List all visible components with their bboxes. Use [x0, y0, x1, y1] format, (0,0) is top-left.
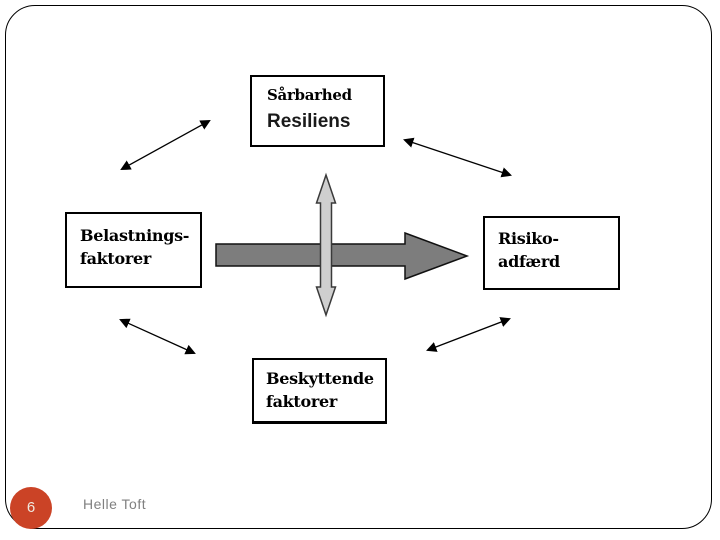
arrow-vulnerability-to-risk-icon	[403, 137, 512, 178]
box-vulnerability-line1: Sårbarhed	[267, 86, 352, 104]
slide-number-badge: 6	[10, 487, 52, 529]
arrow-load-to-vulnerability-icon	[120, 119, 211, 171]
box-risk-behavior-line2: adfærd	[498, 252, 560, 271]
box-risk-behavior: Risiko- adfærd	[483, 216, 620, 290]
box-vulnerability-line2: Resiliens	[267, 111, 351, 132]
box-risk-behavior-line1: Risiko-	[498, 229, 559, 248]
arrow-protective-to-risk-icon	[426, 317, 511, 352]
big-right-arrow-icon	[215, 231, 470, 281]
box-protective-factors-line1: Beskyttende	[266, 369, 374, 388]
vertical-double-arrow-icon	[315, 172, 337, 318]
box-load-factors-line1: Belastnings-	[80, 226, 190, 245]
box-load-factors-line2: faktorer	[80, 249, 152, 268]
footer-author: Helle Toft	[83, 496, 147, 512]
box-load-factors: Belastnings- faktorer	[65, 212, 202, 288]
box-protective-factors-line2: faktorer	[266, 392, 338, 411]
arrow-load-to-protective-icon	[119, 318, 196, 355]
box-protective-factors: Beskyttende faktorer	[252, 358, 387, 424]
box-vulnerability: Sårbarhed Resiliens	[250, 75, 385, 147]
